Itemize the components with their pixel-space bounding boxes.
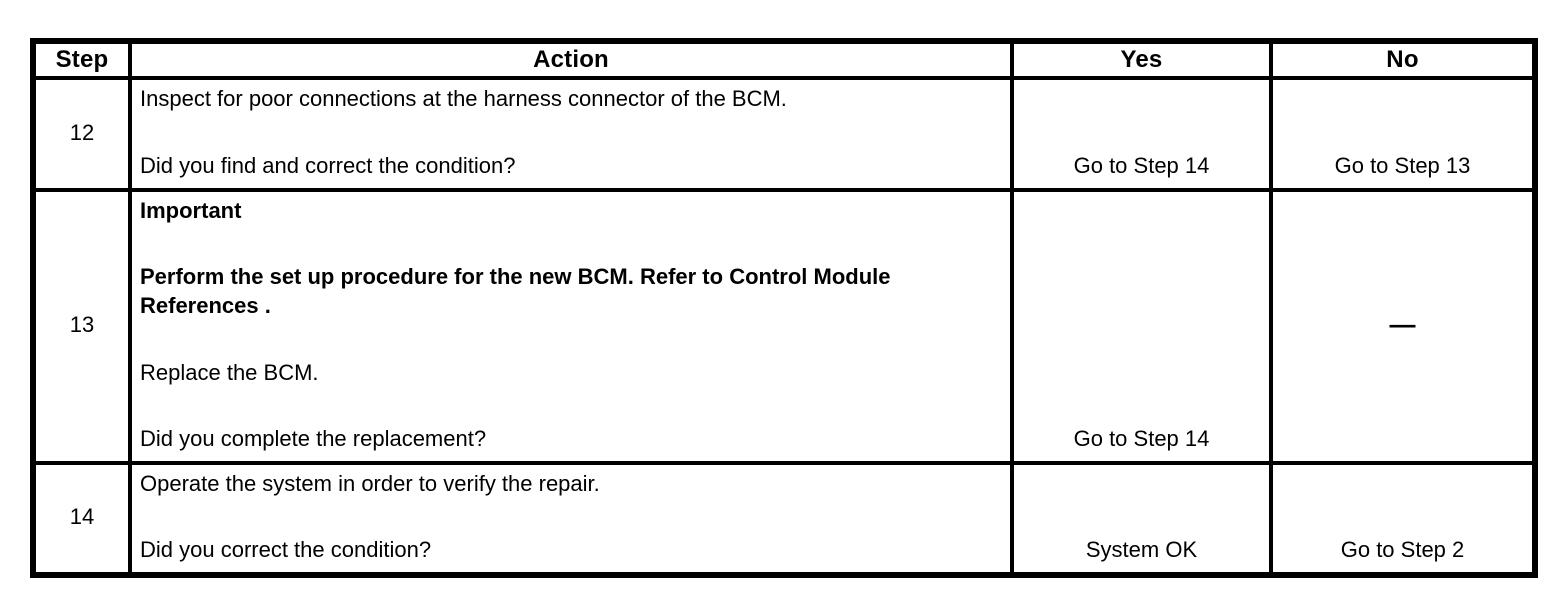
step-number: 12 — [69, 119, 95, 145]
yes-cell: Go to Step 14 — [1010, 76, 1273, 192]
step-number: 14 — [69, 504, 95, 529]
column-header-no: No — [1269, 39, 1537, 80]
action-cell: Operate the system in order to verify th… — [128, 461, 1014, 577]
step-cell: 12 — [31, 76, 132, 192]
column-header-action: Action — [128, 39, 1014, 80]
action-question: Did you complete the replacement? — [140, 425, 487, 451]
column-header-yes: Yes — [1010, 39, 1273, 80]
no-answer: Go to Step 2 — [1340, 537, 1465, 562]
action-paragraph: Operate the system in order to verify th… — [140, 471, 600, 496]
no-cell: Go to Step 2 — [1269, 461, 1537, 577]
no-cell: Go to Step 13 — [1269, 76, 1537, 192]
step-cell: 13 — [31, 188, 132, 465]
action-question: Did you correct the condition? — [140, 537, 432, 562]
action-cell: Important Perform the set up procedure f… — [128, 188, 1014, 465]
no-answer: Go to Step 13 — [1334, 153, 1471, 178]
step-number: 13 — [69, 312, 95, 337]
yes-answer: Go to Step 14 — [1073, 426, 1210, 451]
yes-answer: System OK — [1085, 537, 1198, 562]
yes-answer: Go to Step 14 — [1073, 153, 1210, 178]
diagnostic-procedure-table: Step Action Yes No 12 Inspect for poor c… — [30, 38, 1538, 578]
no-answer-dash: — — [1389, 309, 1416, 339]
step-cell: 14 — [31, 461, 132, 577]
header-row: Step Action Yes No — [31, 39, 1537, 80]
action-important-label: Important — [140, 198, 242, 223]
action-cell: Inspect for poor connections at the harn… — [128, 76, 1014, 192]
action-paragraph: Inspect for poor connections at the harn… — [140, 86, 787, 111]
action-paragraph: Replace the BCM. — [140, 359, 319, 385]
yes-cell: System OK — [1010, 461, 1273, 577]
column-header-step: Step — [31, 39, 132, 80]
yes-cell: Go to Step 14 — [1010, 188, 1273, 465]
table-row-step-14: 14 Operate the system in order to verify… — [31, 461, 1537, 577]
table-row-step-12: 12 Inspect for poor connections at the h… — [31, 76, 1537, 192]
no-cell: — — [1269, 188, 1537, 465]
table-row-step-13: 13 Important Perform the set up procedur… — [31, 188, 1537, 465]
action-question: Did you find and correct the condition? — [140, 153, 516, 178]
action-paragraph: Perform the set up procedure for the new… — [140, 264, 891, 319]
